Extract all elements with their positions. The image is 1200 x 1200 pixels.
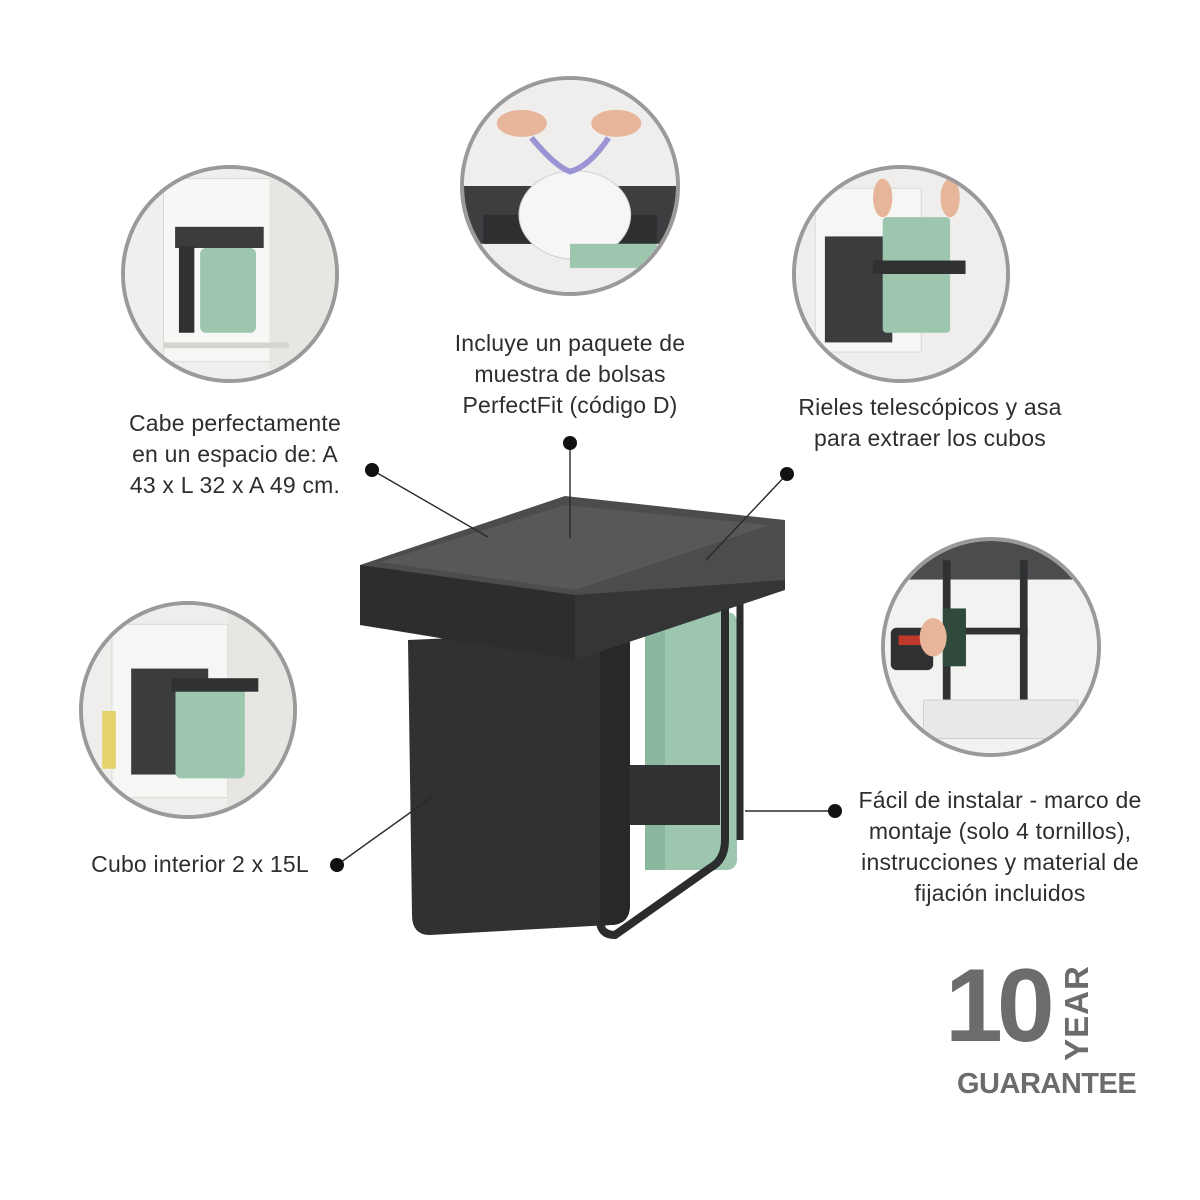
rails-callout-dot — [780, 467, 794, 481]
install-caption-line-3: instrucciones y material de — [861, 849, 1139, 875]
space-caption-line-1: Cabe perfectamente — [128, 410, 341, 436]
mint-bin-shade — [645, 612, 665, 870]
guarantee-unit-wrap: YEAR — [1057, 962, 1097, 1062]
inner-caption-line-1: Cubo interior 2 x 15L — [91, 851, 309, 877]
guarantee-unit: YEAR — [1058, 965, 1095, 1061]
rails-photo — [792, 165, 1010, 383]
bin-lid-front — [360, 565, 575, 660]
black-bin-body — [408, 630, 630, 935]
pullout-photo — [79, 601, 297, 819]
install-photo — [881, 537, 1101, 757]
rails-caption: Rieles telescópicos y asa para extraer l… — [780, 392, 1080, 454]
space-caption: Cabe perfectamente en un espacio de: A 4… — [100, 408, 370, 501]
space-callout-dot — [365, 463, 379, 477]
bin-lid-surface — [380, 505, 770, 590]
bin-lid-side — [575, 580, 785, 660]
rails-callout-line — [705, 473, 788, 561]
bags-caption-line-1: Incluye un paquete de — [454, 330, 686, 356]
space-callout-line — [371, 469, 489, 538]
space-caption-line-2: en un espacio de: A — [132, 441, 338, 467]
inner-callout-dot — [330, 858, 344, 872]
bags-caption-line-3: PerfectFit (código D) — [462, 392, 678, 418]
guarantee-label: GUARANTEE — [957, 1068, 1137, 1100]
bags-caption: Incluye un paquete de muestra de bolsas … — [430, 328, 710, 421]
rails-caption-line-1: Rieles telescópicos y asa — [798, 394, 1062, 420]
install-callout-dot — [828, 804, 842, 818]
guarantee-number: 10 — [945, 948, 1055, 1064]
bags-caption-line-2: muestra de bolsas — [474, 361, 666, 387]
inner-callout-line — [336, 796, 433, 866]
bags-photo — [460, 76, 680, 296]
install-caption: Fácil de instalar - marco de montaje (so… — [845, 785, 1155, 909]
install-caption-line-1: Fácil de instalar - marco de — [858, 787, 1142, 813]
rails-caption-line-2: para extraer los cubos — [814, 425, 1046, 451]
install-caption-line-2: montaje (solo 4 tornillos), — [868, 818, 1132, 844]
black-bin-side — [600, 630, 630, 926]
frame-rail — [596, 600, 729, 940]
inner-caption: Cubo interior 2 x 15L — [80, 849, 320, 880]
space-caption-line-3: 43 x L 32 x A 49 cm. — [129, 472, 341, 498]
bags-callout-dot — [563, 436, 577, 450]
install-caption-line-4: fijación incluidos — [914, 880, 1086, 906]
guarantee-badge: 10 YEAR GUARANTEE — [945, 954, 1137, 1112]
